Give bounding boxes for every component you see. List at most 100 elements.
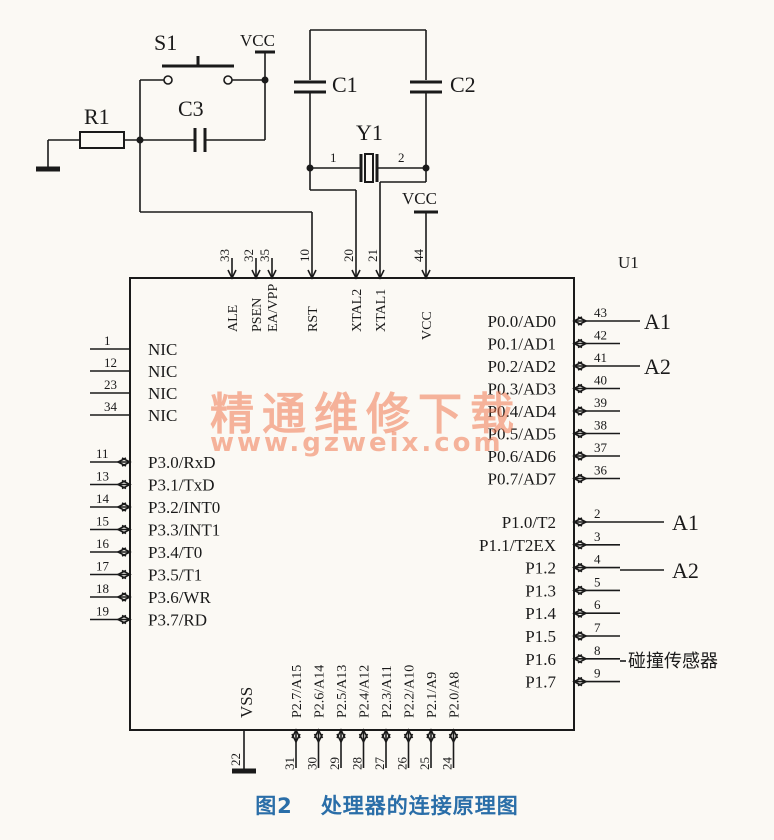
pin-arrow bbox=[577, 406, 588, 416]
pin-number: 15 bbox=[96, 514, 109, 529]
watermark-url: www.gzweix.com bbox=[210, 428, 504, 458]
pin-name: P0.0/AD0 bbox=[488, 312, 556, 331]
pin-name: P2.6/A14 bbox=[313, 665, 328, 718]
pin-arrow bbox=[307, 269, 317, 280]
pin-name: NIC bbox=[148, 384, 177, 403]
pin-name: P2.7/A15 bbox=[290, 665, 305, 718]
pin-number: 39 bbox=[594, 395, 607, 410]
pin-number: 28 bbox=[350, 757, 365, 770]
pin-arrow bbox=[358, 733, 369, 744]
pin-name: P3.5/T1 bbox=[148, 566, 202, 585]
pin-number: 19 bbox=[96, 604, 109, 619]
pin-name: P2.5/A13 bbox=[335, 665, 350, 718]
pin-number: 10 bbox=[297, 249, 312, 262]
watermark-title: 精通维修下载 bbox=[210, 389, 522, 440]
pin-number: 43 bbox=[594, 305, 607, 320]
vss-label: VSS bbox=[237, 687, 256, 718]
pin-name: P3.0/RxD bbox=[148, 453, 216, 472]
pin-name: P0.5/AD5 bbox=[488, 425, 556, 444]
pin-arrow bbox=[426, 733, 436, 744]
pin-arrow bbox=[116, 479, 127, 490]
pin-arrow bbox=[577, 451, 588, 461]
pin-name: NIC bbox=[148, 406, 177, 425]
pin-name: P3.7/RD bbox=[148, 611, 207, 630]
chip-ref: U1 bbox=[618, 253, 639, 272]
pin-number: 8 bbox=[594, 643, 601, 658]
a1-p1-label: A1 bbox=[672, 510, 699, 535]
pin-name: P0.7/AD7 bbox=[488, 470, 557, 489]
pin-name: P1.6 bbox=[525, 650, 556, 669]
pin-name: P3.6/WR bbox=[148, 588, 211, 607]
pin-number: 11 bbox=[96, 446, 109, 461]
figure-caption: 图2 处理器的连接原理图 bbox=[0, 790, 774, 820]
pin-name: P0.4/AD4 bbox=[488, 402, 557, 421]
pin-number: 5 bbox=[594, 574, 601, 589]
pin-arrow bbox=[421, 269, 431, 280]
pin-name: P0.6/AD6 bbox=[488, 447, 556, 466]
pin-arrow bbox=[577, 428, 588, 439]
pin-name: XTAL1 bbox=[374, 289, 389, 332]
vss-pin-num: 22 bbox=[228, 753, 243, 766]
pin-number: 33 bbox=[217, 249, 232, 262]
pin-name: P3.3/INT1 bbox=[148, 521, 220, 540]
pin-number: 13 bbox=[96, 469, 109, 484]
pin-arrow bbox=[381, 733, 391, 744]
pin-number: 21 bbox=[365, 249, 380, 262]
pin-number: 32 bbox=[241, 249, 256, 262]
pin-number: 23 bbox=[104, 377, 117, 392]
pin-arrow bbox=[375, 269, 385, 280]
vss-ground: 22 VSS bbox=[228, 687, 256, 774]
pin-number: 1 bbox=[104, 333, 111, 348]
pin-number: 44 bbox=[411, 249, 426, 263]
pin-number: 27 bbox=[372, 757, 387, 771]
pin-number: 9 bbox=[594, 666, 601, 681]
pin-name: P0.3/AD3 bbox=[488, 380, 556, 399]
figure-number: 图2 bbox=[255, 794, 293, 818]
pin-name: NIC bbox=[148, 362, 177, 381]
pin-arrow bbox=[577, 517, 588, 527]
pin-number: 18 bbox=[96, 581, 109, 596]
pin-number: 35 bbox=[257, 249, 272, 262]
pin-arrow bbox=[577, 338, 588, 349]
pin-arrow bbox=[116, 569, 127, 580]
pin-arrow bbox=[577, 562, 588, 573]
sensor-label: 碰撞传感器 bbox=[628, 651, 718, 672]
pin-number: 14 bbox=[96, 491, 110, 506]
pin-arrow bbox=[577, 676, 588, 687]
pin-arrow bbox=[448, 733, 459, 744]
pin-number: 24 bbox=[440, 757, 455, 771]
pin-number: 29 bbox=[327, 757, 342, 770]
pin-arrow bbox=[267, 269, 277, 280]
pin-name: P2.3/A11 bbox=[380, 665, 395, 718]
pin-arrow bbox=[577, 585, 588, 596]
pin-arrow bbox=[116, 592, 127, 602]
pin-arrow bbox=[577, 383, 588, 394]
pin-name: P3.1/TxD bbox=[148, 476, 215, 495]
pin-name: P3.2/INT0 bbox=[148, 498, 220, 517]
reset-circuit: S1 VCC C3 R1 bbox=[36, 30, 313, 278]
pin-arrow bbox=[577, 608, 588, 618]
c3-label: C3 bbox=[178, 96, 204, 121]
s1-label: S1 bbox=[154, 30, 177, 55]
pin-number: 20 bbox=[341, 249, 356, 262]
pin-name: VCC bbox=[420, 311, 435, 340]
figure-title: 处理器的连接原理图 bbox=[320, 794, 519, 818]
pin-arrow bbox=[577, 473, 588, 484]
pin-name: P2.1/A9 bbox=[425, 672, 440, 718]
pin-arrow bbox=[227, 269, 237, 280]
pin-number: 16 bbox=[96, 536, 110, 551]
a2-p1-label: A2 bbox=[672, 558, 699, 583]
schematic-diagram: S1 VCC C3 R1 C1 C2 bbox=[36, 29, 718, 774]
a2-p0-label: A2 bbox=[644, 354, 671, 379]
pin-name: P0.1/AD1 bbox=[488, 335, 556, 354]
pin-name: P1.4 bbox=[525, 604, 556, 623]
pin-number: 31 bbox=[282, 757, 297, 770]
pin-number: 26 bbox=[395, 757, 410, 771]
pin-number: 41 bbox=[594, 350, 607, 365]
pin-arrow bbox=[403, 733, 414, 744]
pin-number: 37 bbox=[594, 440, 608, 455]
pin-name: P1.2 bbox=[525, 559, 556, 578]
crystal-circuit: C1 C2 Y1 1 2 VCC bbox=[294, 29, 476, 278]
pin-name: P2.0/A8 bbox=[448, 672, 463, 718]
pin-name: P0.2/AD2 bbox=[488, 357, 556, 376]
